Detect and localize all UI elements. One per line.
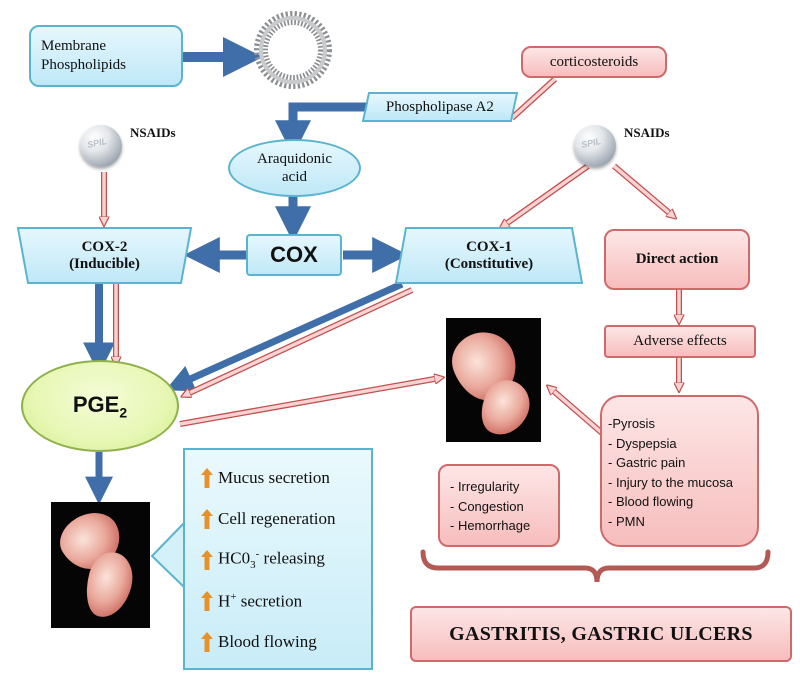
arrow-symptoms-to-damaged-stomach: [550, 388, 604, 436]
healthy-stomach-image: [51, 502, 150, 628]
cox2-title: COX-2: [81, 238, 128, 255]
symptom-item: -Pyrosis: [608, 416, 655, 431]
arrow-cox1-to-pge2: [165, 280, 404, 392]
irregularity-item: - Hemorrhage: [450, 518, 531, 533]
effect-row-proton: H+ secretion: [201, 589, 302, 613]
effect-mucus-label: Mucus secretion: [218, 468, 330, 487]
cox-label: COX: [270, 242, 318, 267]
arrow-pge2-to-damaged-stomach: [179, 378, 440, 427]
effect-blood-label: Blood flowing: [218, 632, 317, 651]
adverse-effects-label: Adverse effects: [633, 333, 727, 349]
adverse-effects-box: Adverse effects: [604, 325, 756, 358]
araquidonic-acid-label: Araquidonic acid: [257, 151, 332, 185]
symptoms-box: -Pyrosis - Dyspepsia - Gastric pain - In…: [600, 395, 759, 547]
membrane-phospholipids-label: Membrane Phospholipids: [41, 38, 127, 73]
symptom-item: - Blood flowing: [608, 494, 694, 509]
effect-regeneration-label: Cell regeneration: [218, 509, 336, 528]
cox1-title: COX-1: [466, 238, 512, 255]
arrow-nsaids-to-direct-action: [612, 163, 673, 216]
phospholipid-vesicle-icon: [254, 11, 332, 89]
araquidonic-acid-node: Araquidonic acid: [228, 139, 361, 197]
phospholipase-a2-label: Phospholipase A2: [386, 98, 494, 115]
up-arrow-icon: [201, 550, 213, 570]
arrow-nsaids-to-cox1: [503, 163, 590, 226]
irregularity-box: - Irregularity - Congestion - Hemorrhage: [438, 464, 560, 547]
membrane-phospholipids-box: Membrane Phospholipids: [29, 25, 183, 87]
nsaid-pill-right-icon: [574, 125, 616, 167]
effect-row-mucus: Mucus secretion: [201, 466, 330, 490]
symptoms-list: -Pyrosis - Dyspepsia - Gastric pain - In…: [608, 414, 733, 531]
nsaid-pill-left-icon: [80, 125, 122, 167]
irregularity-item: - Irregularity: [450, 479, 520, 494]
up-arrow-icon: [201, 591, 213, 611]
direct-action-label: Direct action: [635, 251, 719, 267]
up-arrow-icon: [201, 468, 213, 488]
irregularity-item: - Congestion: [450, 498, 524, 514]
up-arrow-icon: [201, 509, 213, 529]
symptom-item: - PMN: [608, 513, 645, 529]
cox1-shape: [395, 227, 583, 284]
damaged-stomach-image: [446, 318, 541, 442]
nsaids-right-label: NSAIDs: [624, 125, 670, 140]
cox2-box: COX-2 (Inducible): [17, 227, 192, 284]
up-arrow-icon: [201, 632, 213, 652]
cox2-shape: [17, 227, 192, 284]
phospholipase-a2-box: Phospholipase A2: [361, 92, 519, 122]
grouping-brace: [420, 549, 771, 583]
outcome-label: GASTRITIS, GASTRIC ULCERS: [449, 622, 753, 645]
effect-row-regeneration: Cell regeneration: [201, 507, 336, 531]
effect-proton-label: H+ secretion: [218, 590, 303, 611]
symptom-item: - Gastric pain: [608, 455, 686, 470]
corticosteroids-label: corticosteroids: [549, 53, 639, 70]
cox-box: COX: [246, 234, 342, 276]
arrow-cox1-to-pge2-pink: [185, 287, 414, 395]
cox1-box: COX-1 (Constitutive): [395, 227, 583, 284]
effect-row-blood: Blood flowing: [201, 630, 317, 654]
cox2-subtitle: (Inducible): [69, 255, 140, 272]
symptom-item: - Dyspepsia: [608, 435, 677, 451]
nsaids-left-label: NSAIDs: [130, 125, 176, 140]
pge2-label: PGE2: [72, 391, 128, 421]
effect-row-bicarbonate: HC03- releasing: [201, 548, 325, 572]
cox1-subtitle: (Constitutive): [444, 255, 534, 272]
pge2-node: PGE2: [21, 360, 179, 452]
irregularity-list: - Irregularity - Congestion - Hemorrhage: [450, 477, 530, 536]
effect-bicarbonate-label: HC03- releasing: [218, 548, 325, 572]
corticosteroids-box: corticosteroids: [521, 46, 667, 78]
outcome-box: GASTRITIS, GASTRIC ULCERS: [410, 606, 792, 662]
arrow-corticosteroids-to-phospholipase: [509, 76, 558, 121]
direct-action-box: Direct action: [604, 229, 750, 290]
protective-effects-panel: Mucus secretion Cell regeneration HC03- …: [183, 448, 373, 670]
arrow-vesicle-to-araquidonic: [275, 102, 373, 157]
symptom-item: - Injury to the mucosa: [608, 474, 733, 490]
